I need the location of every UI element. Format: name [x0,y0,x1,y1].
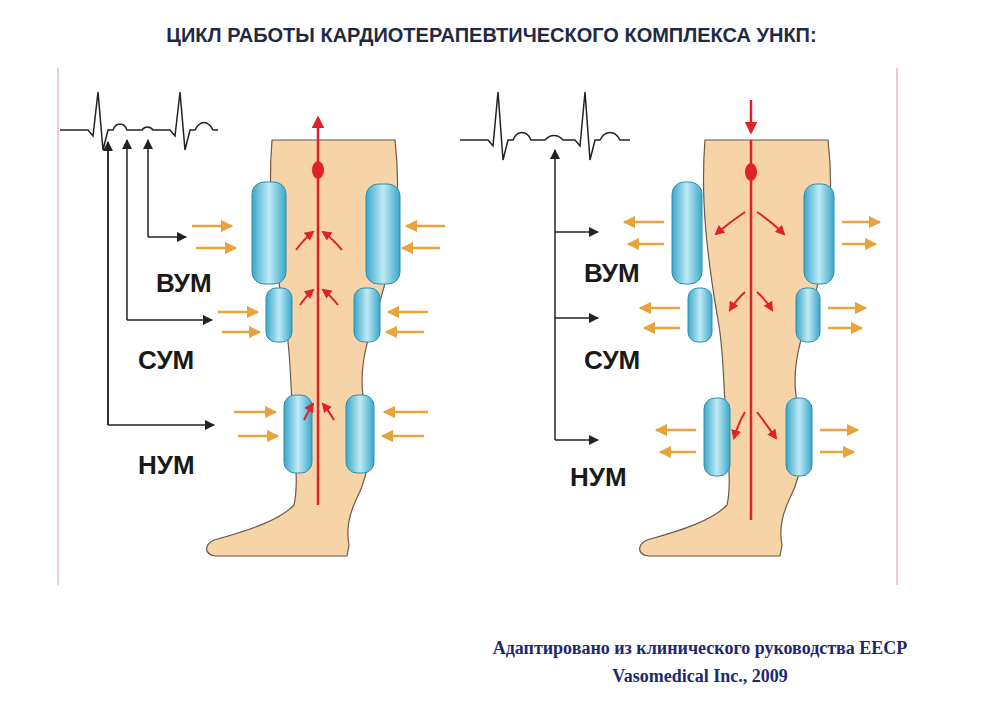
cuff-label: НУМ [138,450,195,481]
cuff-label: СУМ [584,345,640,376]
cuff-label: СУМ [138,345,194,376]
cuff-label: ВУМ [156,268,212,299]
source-caption: Адаптировано из клинического руководства… [480,634,920,690]
diagram-title: ЦИКЛ РАБОТЫ КАРДИОТЕРАПЕВТИЧЕСКОГО КОМПЛ… [0,24,983,47]
cuff-label: ВУМ [584,258,640,289]
cuff-label: НУМ [570,462,627,493]
